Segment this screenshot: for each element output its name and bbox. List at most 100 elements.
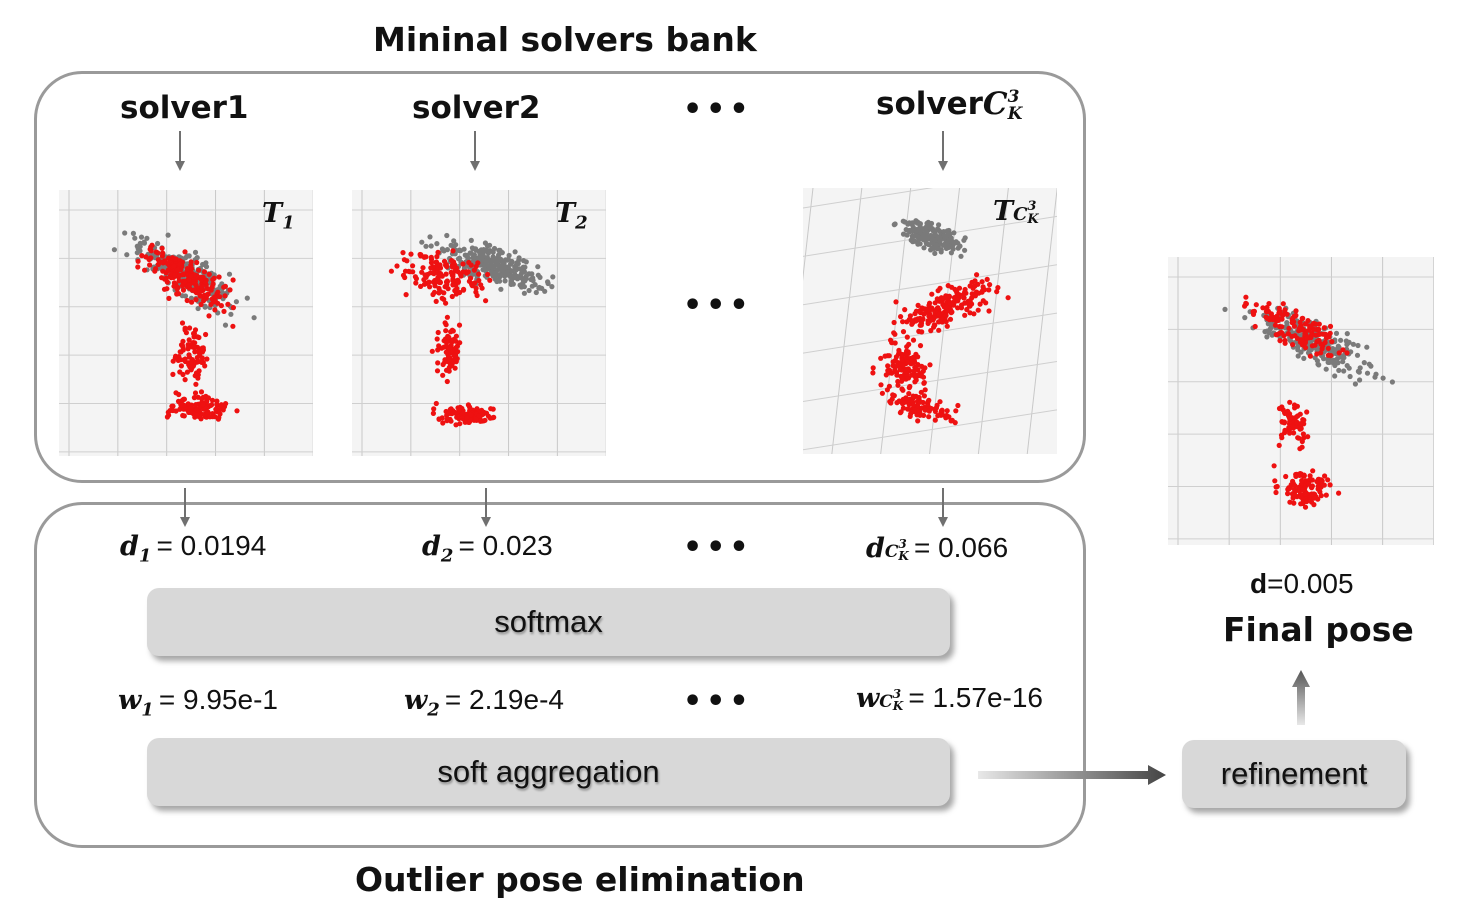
cloud-point <box>929 291 935 297</box>
cloud-point <box>477 251 483 257</box>
cloud-point <box>456 407 462 414</box>
soft-aggregation-label: soft aggregation <box>437 754 660 789</box>
cloud-point <box>1286 325 1292 331</box>
cloud-point <box>1364 344 1370 350</box>
refinement-label: refinement <box>1220 756 1368 791</box>
cloud-point <box>1350 341 1356 347</box>
cloud-point <box>498 256 504 262</box>
cloud-point <box>441 290 447 296</box>
cloud-point <box>139 253 145 259</box>
cloud-point <box>1322 473 1328 479</box>
cloud-point <box>465 402 471 408</box>
cloud-point <box>934 296 940 302</box>
cloud-point <box>188 404 194 410</box>
cloud-point <box>192 390 199 396</box>
cloud-point <box>198 389 205 395</box>
cloud-point <box>186 277 192 283</box>
cloud-point <box>1347 373 1353 380</box>
distance-1: d1 = 0.0194 <box>120 530 266 566</box>
cloud-point <box>1304 409 1310 415</box>
cloud-point <box>427 234 433 240</box>
cloud-point <box>928 317 934 323</box>
cloud-point <box>165 232 171 238</box>
cloud-point <box>523 259 529 265</box>
cloud-point <box>1283 473 1289 480</box>
cloud-point <box>1325 477 1331 483</box>
cloud-point <box>186 253 192 259</box>
cloud-point <box>472 280 478 286</box>
cloud-point <box>936 327 942 333</box>
cloud-point <box>925 219 931 225</box>
cloud-point <box>1323 492 1329 498</box>
cloud-point <box>922 407 928 413</box>
cloud-point <box>449 293 455 300</box>
cloud-point <box>200 402 206 408</box>
cloud-point <box>180 338 186 344</box>
cloud-point <box>1319 346 1325 352</box>
cloud-point <box>913 351 919 357</box>
cloud-point <box>886 353 892 359</box>
cloud-point <box>890 392 896 398</box>
cloud-point <box>165 255 172 261</box>
cloud-point <box>1336 350 1342 356</box>
cloud-point <box>191 395 197 401</box>
cloud-point <box>921 393 927 399</box>
cloud-point <box>446 368 452 374</box>
cloud-point <box>155 240 161 247</box>
cloud-point <box>1272 478 1278 484</box>
cloud-point <box>225 301 231 307</box>
cloud-point <box>549 284 555 290</box>
cloud-point <box>897 366 903 372</box>
transform-label-k-sub-sup: 3 <box>1027 198 1037 214</box>
cloud-point <box>924 235 930 241</box>
cloud-point <box>199 284 205 290</box>
cloud-point <box>1263 314 1269 320</box>
cloud-point <box>482 267 488 273</box>
cloud-point <box>1242 315 1248 321</box>
cloud-point <box>943 319 949 325</box>
cloud-point <box>934 402 940 408</box>
cloud-point <box>906 385 912 391</box>
cloud-point <box>434 241 440 247</box>
cloud-point <box>208 402 214 408</box>
cloud-point <box>885 368 891 374</box>
cloud-point <box>1298 425 1304 432</box>
cloud-point <box>453 291 459 297</box>
cloud-point <box>1297 491 1303 497</box>
plot-solver2-svg <box>352 190 606 456</box>
cloud-point <box>1333 330 1340 336</box>
cloud-point <box>203 260 209 266</box>
cloud-point <box>468 237 474 243</box>
cloud-point <box>1285 331 1291 337</box>
cloud-point <box>178 357 184 363</box>
cloud-point <box>879 390 885 396</box>
cloud-point <box>202 279 208 285</box>
cloud-point <box>184 369 190 375</box>
refinement-box: refinement <box>1182 740 1406 808</box>
cloud-point <box>435 277 441 284</box>
distance-2-symbol: d2 <box>422 531 454 567</box>
cloud-point <box>912 372 918 378</box>
plot-final <box>1168 257 1434 545</box>
cloud-point <box>1316 362 1322 368</box>
cloud-point <box>170 403 176 409</box>
cloud-point <box>955 245 961 251</box>
cloud-point <box>1308 323 1314 329</box>
cloud-point <box>891 330 897 336</box>
cloud-point <box>460 261 466 267</box>
cloud-point <box>904 319 910 325</box>
cloud-point <box>900 319 906 325</box>
cloud-point <box>233 299 239 305</box>
cloud-point <box>173 353 179 359</box>
cloud-point <box>977 301 983 307</box>
cloud-point <box>512 264 518 270</box>
cloud-point <box>194 255 200 261</box>
cloud-point <box>1373 371 1379 377</box>
cloud-point <box>1250 311 1257 317</box>
cloud-point <box>1328 353 1334 359</box>
cloud-point <box>195 305 201 312</box>
cloud-point <box>189 299 195 305</box>
distance-2-value: = 0.023 <box>458 530 553 561</box>
cloud-point <box>413 280 419 286</box>
cloud-point <box>443 300 449 306</box>
